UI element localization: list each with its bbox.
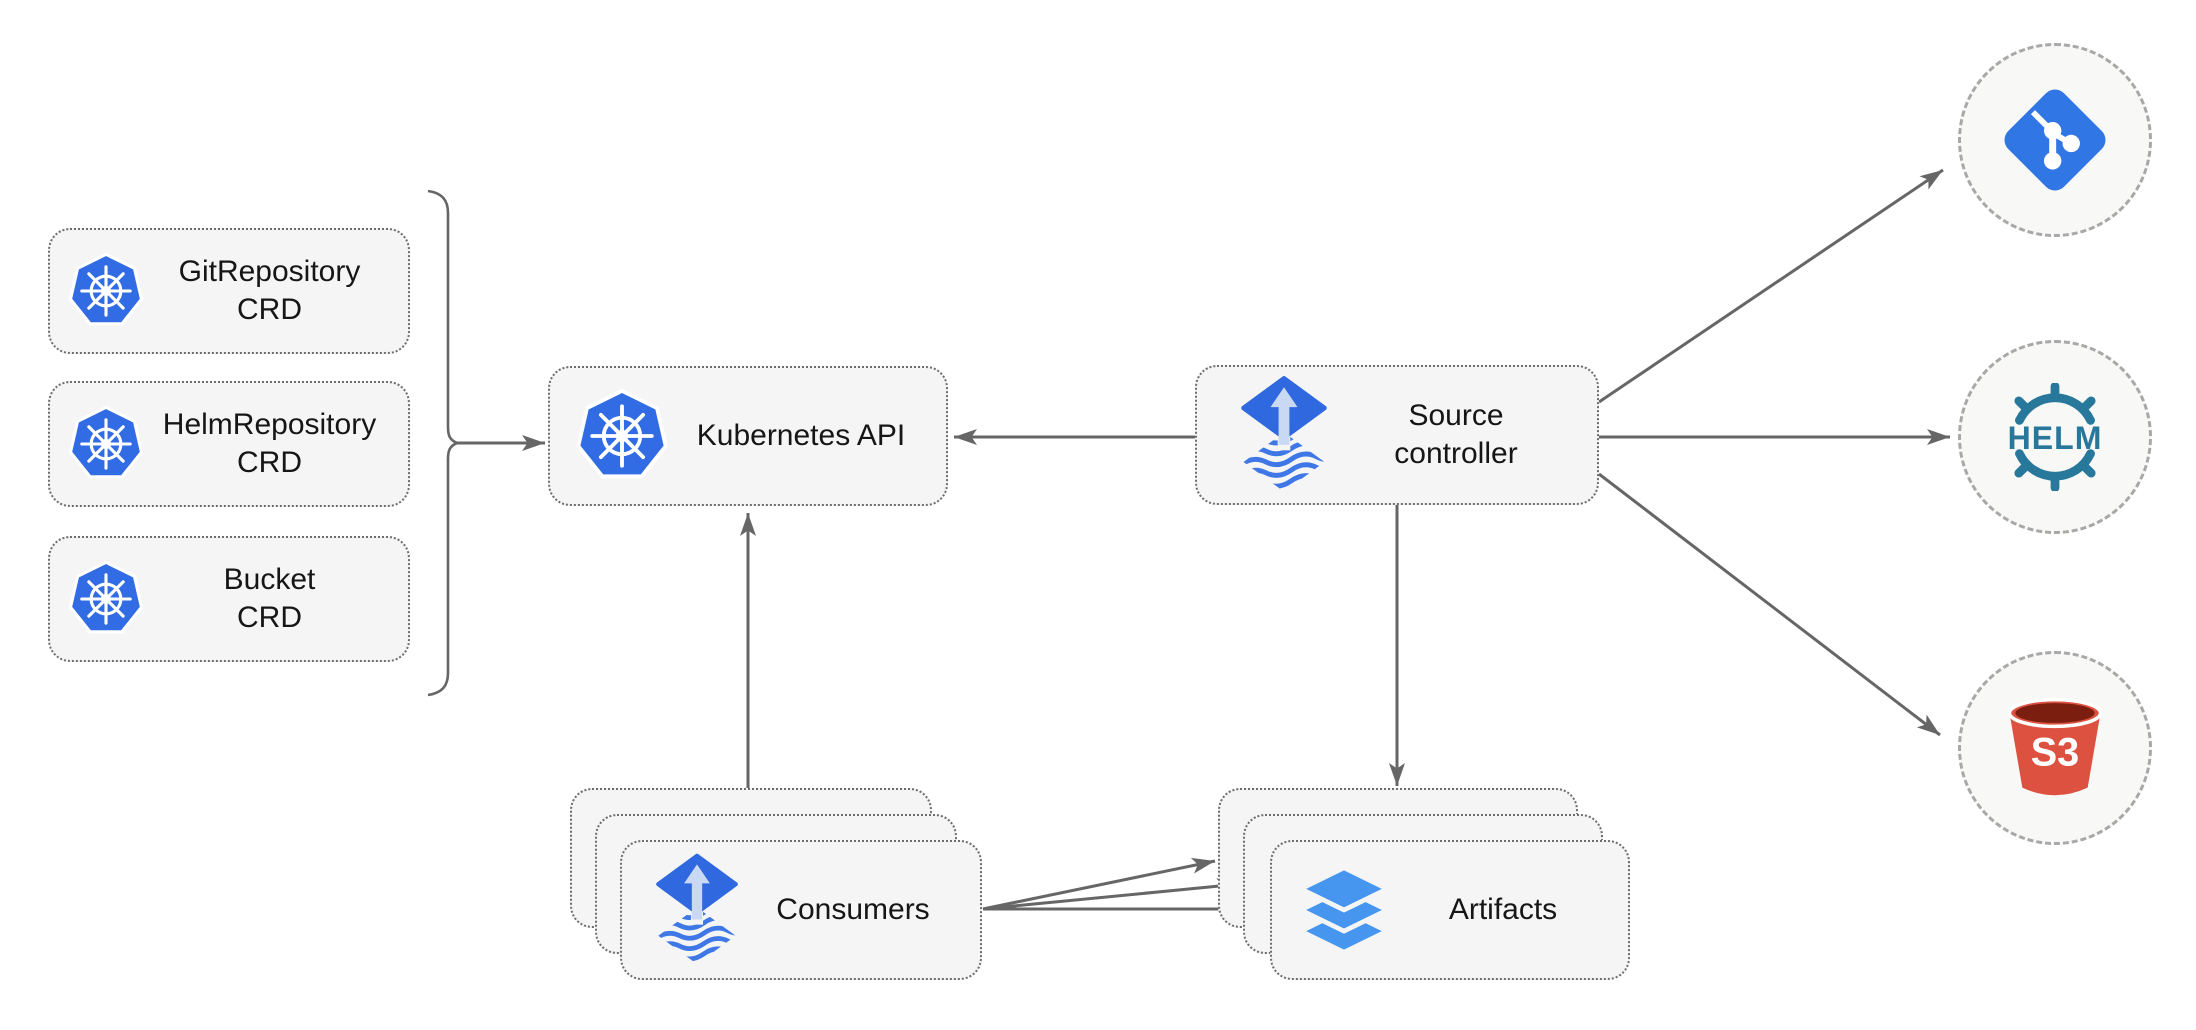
crd-group-brace [427,189,461,697]
node-label: Artifacts [1448,892,1558,926]
kubernetes-icon [574,388,670,484]
git-icon [1997,82,2113,198]
kubernetes-icon [67,252,145,330]
edge-consumers-to-artifacts-1 [982,857,1216,911]
layers-icon [1296,862,1392,958]
node-label: Kubernetes API [696,418,906,452]
edge-consumers-to-artifacts-2 [982,878,1241,911]
node-label: Consumers [776,892,930,926]
node-kubernetes-api: Kubernetes API [548,366,948,506]
edge-source-controller-to-s3 [1598,472,1941,737]
endpoint-git [1958,43,2152,237]
node-consumers: Consumers [620,840,982,980]
node-artifacts: Artifacts [1270,840,1630,980]
endpoint-s3: S3 [1958,651,2152,845]
flux-icon [1239,376,1329,494]
edge-source-controller-to-git [1598,168,1944,404]
helm-icon: HELM [1993,381,2117,493]
kubernetes-icon [67,560,145,638]
helm-icon-text: HELM [2008,420,2103,456]
s3-icon-text: S3 [2031,731,2080,775]
s3-bucket-icon: S3 [1995,692,2115,804]
kubernetes-icon [67,405,145,483]
endpoint-helm: HELM [1958,340,2152,534]
flux-icon [654,852,740,968]
